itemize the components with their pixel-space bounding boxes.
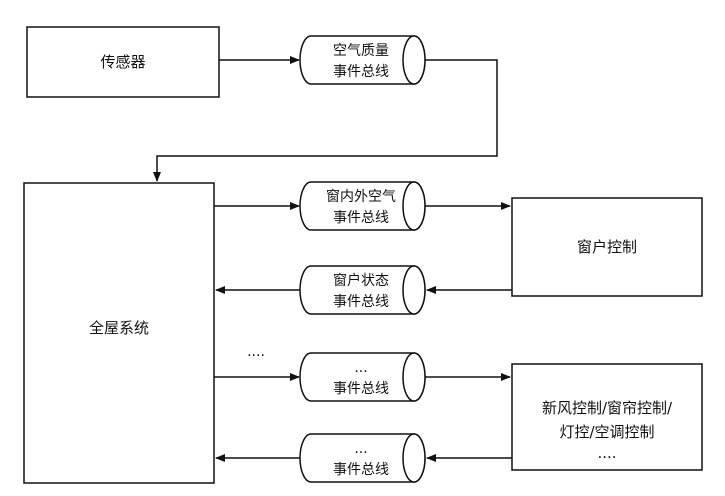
sensor-node: 传感器 — [26, 26, 220, 98]
window-control-label: 窗户控制 — [577, 238, 637, 256]
air-quality-bus-line-2: 事件总线 — [333, 64, 389, 80]
in-out-air-bus-line-1: 窗内外空气 — [326, 188, 396, 205]
multi-control-line-2: 灯控/空调控制 — [559, 423, 654, 441]
generic-in-bus: ... 事件总线 — [299, 433, 426, 483]
air-quality-bus: 空气质量 事件总线 — [299, 35, 426, 85]
house-system-label: 全屋系统 — [89, 319, 149, 337]
air-bus-to-house-arrow — [153, 59, 498, 182]
multi-control-node: 新风控制/窗帘控制/ 灯控/空调控制 .... — [511, 363, 703, 471]
house-system-node: 全屋系统 — [23, 182, 215, 484]
sensor-label: 传感器 — [100, 53, 145, 71]
generic-out-bus-line-1: ... — [354, 360, 367, 376]
generic-out-bus: ... 事件总线 — [299, 352, 426, 402]
generic-in-bus-line-2: 事件总线 — [333, 462, 389, 478]
window-state-bus: 窗户状态 事件总线 — [299, 265, 426, 315]
window-control-node: 窗户控制 — [511, 197, 703, 297]
generic-in-bus-line-1: ... — [354, 441, 367, 457]
more-flows-ellipsis: .... — [247, 344, 265, 360]
generic-out-bus-line-2: 事件总线 — [333, 381, 389, 397]
multi-control-line-3: .... — [597, 444, 616, 462]
window-state-bus-line-2: 事件总线 — [333, 294, 389, 310]
in-out-air-bus: 窗内外空气 事件总线 — [299, 181, 426, 231]
air-quality-bus-line-1: 空气质量 — [333, 43, 389, 59]
in-out-air-bus-line-2: 事件总线 — [333, 210, 389, 226]
multi-control-line-1: 新风控制/窗帘控制/ — [542, 399, 673, 417]
window-state-bus-line-1: 窗户状态 — [333, 272, 389, 289]
